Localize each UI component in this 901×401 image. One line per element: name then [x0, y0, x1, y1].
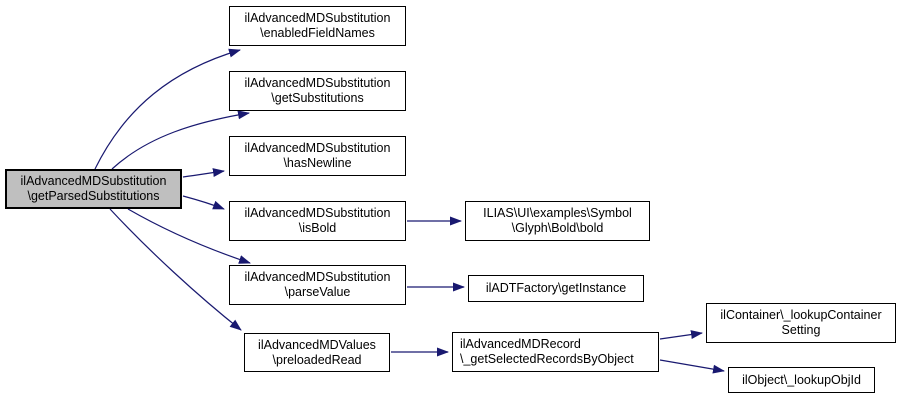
node-label-line: \getParsedSubstitutions [27, 189, 160, 203]
node-preloadedRead[interactable]: ilAdvancedMDValues \preloadedRead [244, 333, 390, 372]
edge-getSelectedRecords-to-lookupContainerSetting [659, 330, 703, 340]
node-label-line: ILIAS\UI\examples\Symbol [483, 206, 632, 220]
node-getSelectedRecordsByObject[interactable]: ilAdvancedMDRecord \_getSelectedRecordsB… [452, 332, 659, 372]
node-label-line: \Glyph\Bold\bold [511, 221, 604, 235]
node-enabledFieldNames[interactable]: ilAdvancedMDSubstitution \enabledFieldNa… [229, 6, 406, 46]
edge-main-to-preloadedRead [109, 208, 242, 331]
node-label-line: \isBold [298, 221, 337, 235]
edge-main-to-isBold [182, 195, 225, 210]
node-hasNewline[interactable]: ilAdvancedMDSubstitution \hasNewline [229, 136, 406, 176]
node-label-line: ilAdvancedMDSubstitution [244, 141, 391, 155]
node-label-line: \hasNewline [283, 156, 352, 170]
node-label-line: ilADTFactory\getInstance [485, 281, 627, 295]
node-label-line: ilAdvancedMDValues [258, 337, 376, 352]
node-parseValue[interactable]: ilAdvancedMDSubstitution \parseValue [229, 265, 406, 305]
edge-main-to-hasNewline [182, 168, 225, 178]
edge-main-to-enabledFieldNames [94, 48, 241, 170]
node-label-line: ilAdvancedMDRecord [460, 337, 581, 351]
node-label-line: ilAdvancedMDSubstitution [244, 76, 391, 90]
node-getSubstitutions[interactable]: ilAdvancedMDSubstitution \getSubstitutio… [229, 71, 406, 111]
node-label-line: ilAdvancedMDSubstitution [244, 206, 391, 220]
node-label-line: \parseValue [284, 285, 351, 299]
node-label-line: \preloadedRead [272, 352, 362, 367]
node-isBold[interactable]: ilAdvancedMDSubstitution \isBold [229, 201, 406, 241]
node-label-line: Setting [781, 323, 821, 337]
node-glyph-bold[interactable]: ILIAS\UI\examples\Symbol \Glyph\Bold\bol… [465, 201, 650, 241]
node-label-line: ilAdvancedMDSubstitution [20, 174, 167, 188]
node-label-line: ilAdvancedMDSubstitution [244, 270, 391, 284]
node-lookupContainerSetting[interactable]: ilContainer\_lookupContainer Setting [706, 303, 896, 343]
edge-main-to-parseValue [127, 208, 251, 264]
node-getInstance[interactable]: ilADTFactory\getInstance [468, 275, 644, 302]
node-label-line: \_getSelectedRecordsByObject [460, 352, 634, 366]
node-label-line: ilContainer\_lookupContainer [720, 308, 882, 322]
node-label-line: \enabledFieldNames [260, 26, 375, 40]
node-label-line: ilAdvancedMDSubstitution [244, 11, 391, 25]
node-getParsedSubstitutions: ilAdvancedMDSubstitution \getParsedSubst… [5, 169, 182, 209]
edge-main-to-getSubstitutions [111, 110, 250, 170]
edge-getSelectedRecords-to-lookupObjId [659, 359, 725, 374]
node-lookupObjId[interactable]: ilObject\_lookupObjId [728, 367, 875, 393]
node-label-line: ilObject\_lookupObjId [742, 372, 861, 387]
node-label-line: \getSubstitutions [271, 91, 364, 105]
